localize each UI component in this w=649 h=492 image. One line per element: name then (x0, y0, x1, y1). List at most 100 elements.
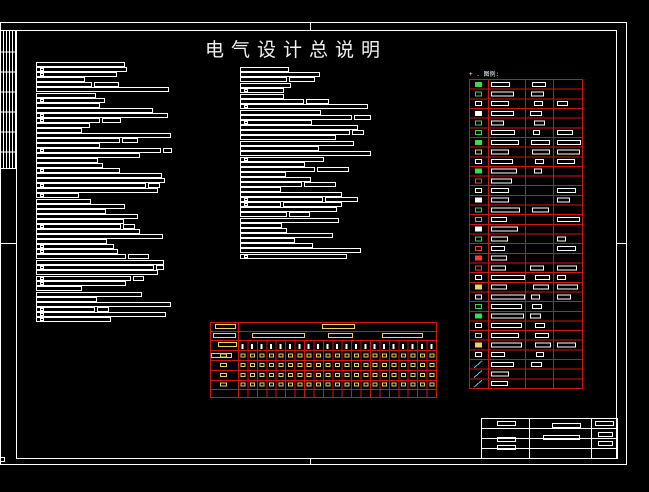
circuit-cell-mark (363, 363, 369, 368)
text-line-placeholder (240, 192, 342, 197)
legend-symbol (475, 274, 482, 280)
circuit-cell-mark (363, 372, 369, 377)
text-line-placeholder (240, 243, 313, 248)
legend-symbol (475, 159, 482, 165)
circuit-table-header (328, 333, 353, 338)
legend-text-placeholder (532, 207, 549, 213)
title-block-field (598, 441, 613, 446)
text-line-placeholder (240, 162, 305, 167)
bullet-mark (40, 225, 44, 228)
circuit-cell-mark (429, 372, 435, 377)
circuit-cell-mark (344, 382, 350, 387)
text-line-placeholder (94, 82, 119, 87)
legend-symbol (475, 236, 482, 242)
text-line-placeholder (36, 133, 171, 138)
text-line-placeholder (97, 307, 109, 312)
corner-mark (0, 457, 5, 462)
bullet-mark (40, 99, 44, 102)
bullet-mark (244, 121, 248, 124)
circuit-cell-mark (297, 353, 303, 358)
legend-text-placeholder (535, 332, 549, 338)
title-block-field (595, 421, 614, 426)
circuit-cell-mark (306, 382, 312, 387)
legend-text-placeholder (491, 284, 507, 290)
circuit-table-label (218, 342, 237, 347)
circuit-cell-mark (419, 353, 425, 358)
title-block-field (497, 421, 516, 426)
legend-text-placeholder (557, 274, 566, 280)
text-line-placeholder (36, 87, 169, 92)
legend-symbol (475, 226, 482, 232)
text-line-placeholder (36, 229, 140, 234)
text-line-placeholder (36, 143, 100, 148)
bullet-mark (40, 184, 44, 187)
circuit-cell-mark (240, 372, 246, 377)
title-block-field (598, 432, 613, 437)
circuit-cell-mark (354, 344, 357, 349)
legend-text-placeholder (491, 313, 524, 319)
text-line-placeholder (36, 173, 162, 178)
text-line-placeholder (352, 130, 364, 135)
text-line-placeholder (36, 98, 105, 103)
circuit-cell-mark (383, 344, 386, 349)
legend-text-placeholder (491, 81, 510, 87)
legend-text-placeholder (557, 284, 578, 290)
text-line-placeholder (36, 249, 118, 254)
legend-symbol (475, 284, 482, 290)
text-line-placeholder (148, 183, 160, 188)
legend-symbol (475, 110, 482, 116)
legend-text-placeholder (491, 303, 522, 309)
legend-text-placeholder (534, 101, 543, 107)
title-block-field (543, 435, 580, 440)
circuit-cell-mark (392, 344, 395, 349)
bullet-mark (244, 158, 248, 161)
circuit-cell-mark (259, 382, 265, 387)
circuit-cell-mark (287, 353, 293, 358)
text-line-placeholder (36, 67, 127, 72)
text-line-placeholder (156, 265, 164, 270)
legend-text-placeholder (536, 352, 544, 358)
circuit-cell-mark (345, 344, 348, 349)
legend-symbol (475, 245, 482, 251)
circuit-cell-mark (241, 344, 244, 349)
legend-symbol (475, 120, 482, 126)
legend-text-placeholder (557, 149, 580, 155)
bullet-mark (40, 169, 44, 172)
circuit-cell-mark (297, 382, 303, 387)
circuit-cell-mark (344, 372, 350, 377)
text-line-placeholder (240, 130, 350, 135)
circuit-cell-mark (287, 382, 293, 387)
legend-text-placeholder (531, 361, 542, 367)
circuit-cell-mark (410, 363, 416, 368)
circuit-cell-mark (259, 372, 265, 377)
text-line-placeholder (240, 187, 281, 192)
legend-text-placeholder (491, 188, 509, 194)
circuit-cell-mark (402, 344, 404, 349)
legend-symbol (475, 149, 482, 155)
circuit-cell-mark (353, 363, 359, 368)
text-line-placeholder (36, 254, 126, 259)
legend-text-placeholder (491, 371, 509, 377)
legend-symbol (475, 313, 482, 319)
text-line-placeholder (240, 157, 324, 162)
circuit-cell-mark (259, 353, 265, 358)
circuit-cell-mark (240, 382, 246, 387)
bullet-mark (244, 203, 248, 206)
drawing-frame (0, 22, 627, 465)
text-line-placeholder (283, 202, 342, 207)
circuit-cell-mark (297, 363, 303, 368)
circuit-cell-mark (287, 372, 293, 377)
legend-text-placeholder (532, 81, 546, 87)
circuit-cell-mark (335, 353, 340, 358)
legend-text-placeholder (557, 342, 576, 348)
bullet-mark (244, 255, 248, 258)
legend-symbol (475, 197, 482, 203)
circuit-cell-mark (401, 363, 406, 368)
legend-text-placeholder (491, 197, 509, 203)
legend-text-placeholder (491, 159, 513, 165)
legend-text-placeholder (535, 323, 545, 329)
legend-text-placeholder (491, 294, 525, 300)
legend-text-placeholder (491, 245, 505, 251)
text-line-placeholder (36, 276, 131, 281)
